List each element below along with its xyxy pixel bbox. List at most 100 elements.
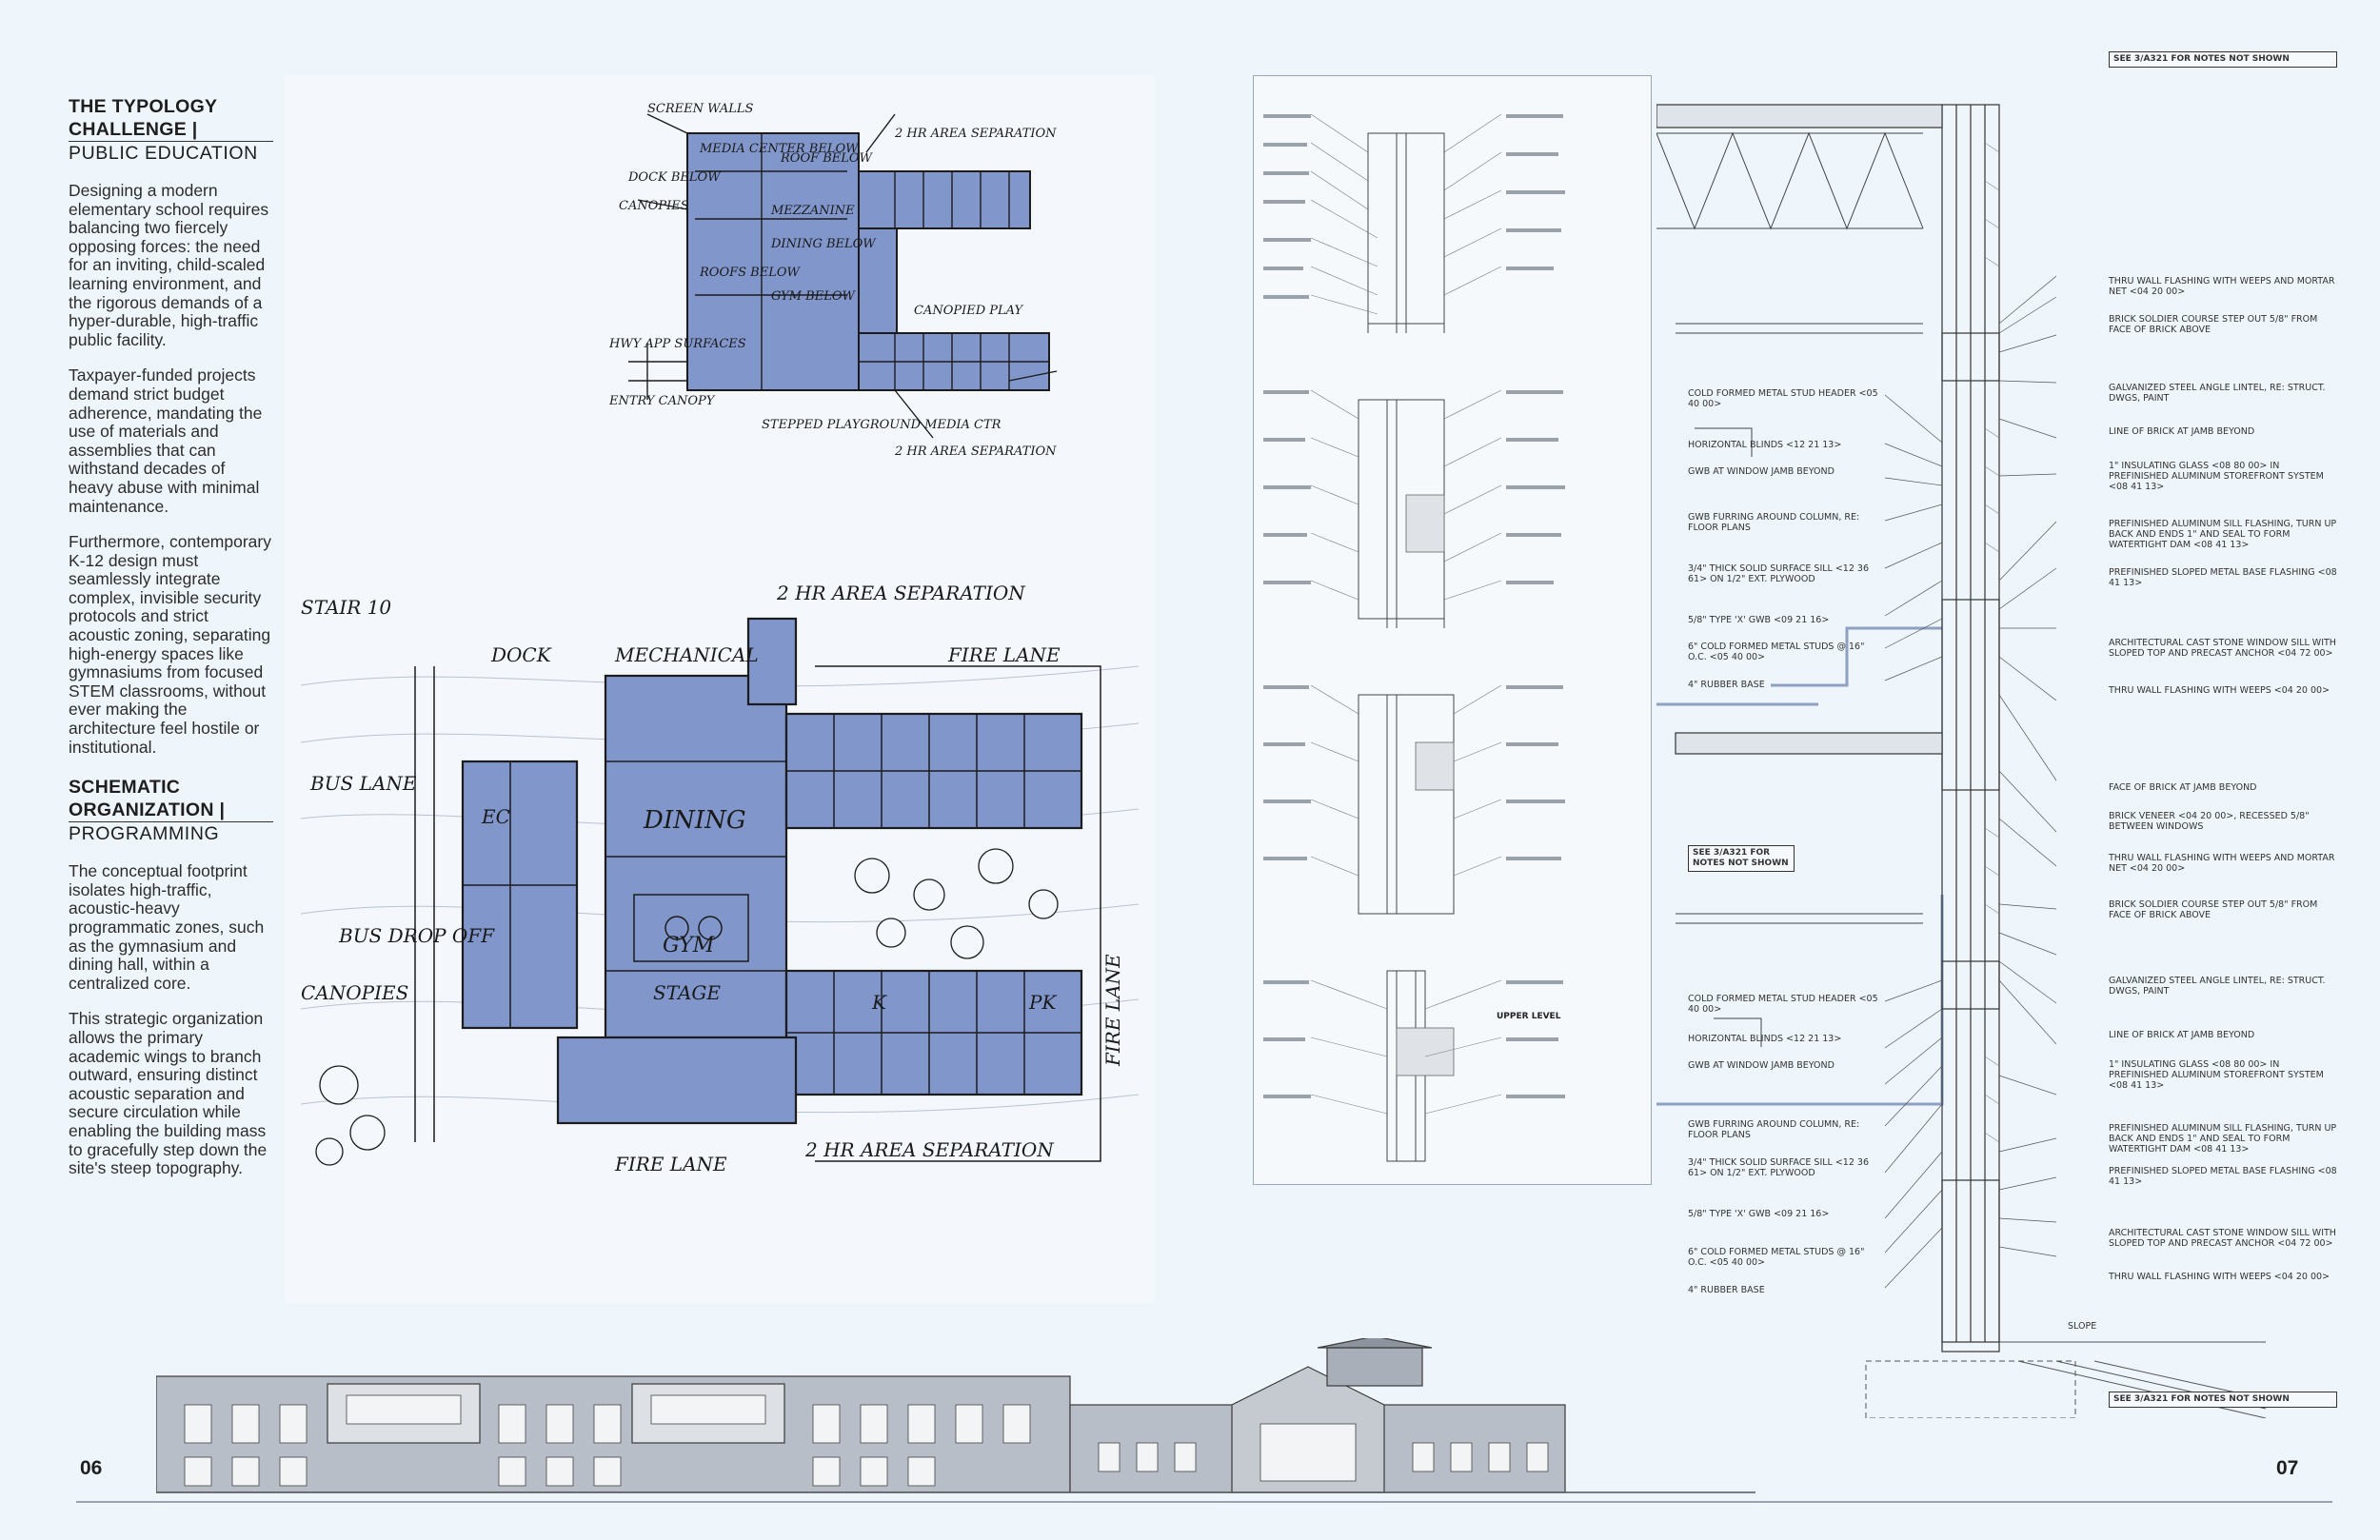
heading-typology: THE TYPOLOGY CHALLENGE | PUBLIC EDUCATIO… bbox=[69, 95, 273, 165]
wall-note-right: PREFINISHED SLOPED METAL BASE FLASHING <… bbox=[2109, 567, 2337, 588]
site-label-stage: STAGE bbox=[653, 981, 721, 1004]
label-media-below: MEDIA CENTER BELOW bbox=[699, 142, 860, 156]
site-label-mech: MECHANICAL bbox=[614, 643, 759, 666]
wall-note-left: SEE 3/A321 FOR NOTES NOT SHOWN bbox=[1688, 845, 1795, 872]
heading-typology-line2: CHALLENGE | bbox=[69, 119, 198, 140]
site-label-stair: STAIR 10 bbox=[301, 596, 391, 619]
paragraph-1: Designing a modern elementary school req… bbox=[69, 181, 269, 349]
heading-typology-sub: PUBLIC EDUCATION bbox=[69, 141, 273, 165]
sketch-link bbox=[858, 227, 898, 334]
wall-note-left: 6" COLD FORMED METAL STUDS @ 16" O.C. <0… bbox=[1688, 1247, 1865, 1268]
front-elevation bbox=[156, 1338, 1755, 1493]
paragraph-4: The conceptual footprint isolates high-t… bbox=[69, 861, 265, 993]
page-number-left: 06 bbox=[80, 1457, 103, 1479]
label-screen-walls: SCREEN WALLS bbox=[647, 102, 753, 116]
paragraph-2: Taxpayer-funded projects demand strict b… bbox=[69, 365, 263, 516]
wall-note-right: THRU WALL FLASHING WITH WEEPS <04 20 00> bbox=[2109, 685, 2330, 696]
heading-schematic-line2: ORGANIZATION | bbox=[69, 800, 226, 821]
wall-note-right: BRICK SOLDIER COURSE STEP OUT 5/8" FROM … bbox=[2109, 899, 2318, 920]
wall-note-right: BRICK VENEER <04 20 00>, RECESSED 5/8" B… bbox=[2109, 811, 2310, 832]
site-label-k: K bbox=[871, 991, 887, 1014]
site-label-area-sep-bottom: 2 HR AREA SEPARATION bbox=[804, 1138, 1055, 1161]
site-label-gym: GYM bbox=[663, 934, 715, 958]
site-label-bus-lane: BUS LANE bbox=[309, 772, 417, 795]
label-area-sep-bottom: 2 HR AREA SEPARATION bbox=[894, 444, 1057, 459]
wall-note-right: ARCHITECTURAL CAST STONE WINDOW SILL WIT… bbox=[2109, 638, 2336, 659]
wall-note-right: SEE 3/A321 FOR NOTES NOT SHOWN bbox=[2109, 51, 2337, 68]
wall-note-right: LINE OF BRICK AT JAMB BEYOND bbox=[2109, 426, 2255, 437]
details-drawing: UPPER LEVEL bbox=[1263, 113, 1565, 1162]
label-gym-below: GYM BELOW bbox=[771, 289, 857, 304]
label-area-sep-top: 2 HR AREA SEPARATION bbox=[894, 127, 1057, 141]
upper-level-sketch: SCREEN WALLS 2 HR AREA SEPARATION MEDIA … bbox=[609, 102, 1058, 459]
site-mech bbox=[746, 617, 798, 706]
page-number-right: 07 bbox=[2276, 1457, 2299, 1479]
wall-note-right: GALVANIZED STEEL ANGLE LINTEL, RE: STRUC… bbox=[2109, 383, 2326, 404]
site-label-fire-lane-top: FIRE LANE bbox=[947, 643, 1061, 666]
wall-section bbox=[1656, 104, 2267, 1418]
heading-schematic-sub: PROGRAMMING bbox=[69, 821, 273, 845]
site-label-dining: DINING bbox=[643, 806, 746, 835]
wall-note-left: COLD FORMED METAL STUD HEADER <05 40 00> bbox=[1688, 994, 1878, 1015]
heading-schematic-line1: SCHEMATIC bbox=[69, 777, 181, 799]
heading-typology-line1: THE TYPOLOGY bbox=[69, 96, 218, 117]
upper-level-tag: UPPER LEVEL bbox=[1497, 1012, 1561, 1021]
wall-note-right: PREFINISHED ALUMINUM SILL FLASHING, TURN… bbox=[2109, 519, 2337, 550]
heading-schematic: SCHEMATIC ORGANIZATION | PROGRAMMING bbox=[69, 776, 273, 845]
wall-note-right: THRU WALL FLASHING WITH WEEPS AND MORTAR… bbox=[2109, 853, 2335, 874]
wall-note-left: 5/8" TYPE 'X' GWB <09 21 16> bbox=[1688, 615, 1830, 625]
wall-note-left: COLD FORMED METAL STUD HEADER <05 40 00> bbox=[1688, 388, 1878, 409]
gym-center-1 bbox=[664, 916, 689, 940]
wall-note-right: 1" INSULATING GLASS <08 80 00> IN PREFIN… bbox=[2109, 461, 2324, 492]
sketch-core-mass bbox=[686, 132, 860, 391]
site-label-pk: PK bbox=[1028, 991, 1057, 1014]
site-core bbox=[604, 674, 788, 1087]
wall-note-right: LINE OF BRICK AT JAMB BEYOND bbox=[2109, 1030, 2255, 1040]
site-plan-sketch: 2 HR AREA SEPARATION STAIR 10 MECHANICAL… bbox=[301, 582, 1139, 1175]
wall-note-right: ARCHITECTURAL CAST STONE WINDOW SILL WIT… bbox=[2109, 1228, 2336, 1249]
wall-note-right: PREFINISHED ALUMINUM SILL FLASHING, TURN… bbox=[2109, 1123, 2337, 1155]
paragraph-5: This strategic organization allows the p… bbox=[69, 1009, 268, 1178]
site-label-fire-lane-right: FIRE LANE bbox=[1101, 954, 1124, 1067]
paragraph-3: Furthermore, contemporary K-12 design mu… bbox=[69, 532, 271, 757]
wall-note-right: BRICK SOLDIER COURSE STEP OUT 5/8" FROM … bbox=[2109, 314, 2318, 335]
fire-lane-loop bbox=[815, 665, 1101, 1162]
site-label-bus-drop: BUS DROP OFF bbox=[338, 924, 495, 947]
elevation-tower-roof bbox=[1317, 1338, 1433, 1349]
wall-note-right: THRU WALL FLASHING WITH WEEPS <04 20 00> bbox=[2109, 1272, 2330, 1282]
elevation-tower bbox=[1326, 1347, 1423, 1387]
wall-note-right: GALVANIZED STEEL ANGLE LINTEL, RE: STRUC… bbox=[2109, 976, 2326, 997]
wall-note-left: 4" RUBBER BASE bbox=[1688, 680, 1765, 690]
site-west-wing bbox=[461, 760, 579, 1030]
ground-line bbox=[76, 1501, 2332, 1503]
label-dock-below: DOCK BELOW bbox=[627, 170, 722, 185]
site-entry bbox=[556, 1036, 798, 1125]
wall-note-left: HORIZONTAL BLINDS <12 21 13> bbox=[1688, 1034, 1842, 1044]
wall-note-right: SEE 3/A321 FOR NOTES NOT SHOWN bbox=[2109, 1392, 2337, 1408]
text-column: THE TYPOLOGY CHALLENGE | PUBLIC EDUCATIO… bbox=[69, 95, 273, 1178]
label-entry-canopy: ENTRY CANOPY bbox=[609, 394, 716, 408]
label-hwy-app: HWY APP SURFACES bbox=[609, 337, 746, 351]
details-sheet: UPPER LEVEL bbox=[1253, 75, 1652, 1185]
site-label-dock: DOCK bbox=[490, 643, 552, 666]
wall-note-right: THRU WALL FLASHING WITH WEEPS AND MORTAR… bbox=[2109, 276, 2335, 297]
wall-note-left: 5/8" TYPE 'X' GWB <09 21 16> bbox=[1688, 1209, 1830, 1219]
label-roofs-below: ROOFS BELOW bbox=[699, 266, 801, 280]
wall-note-left: GWB AT WINDOW JAMB BEYOND bbox=[1688, 1060, 1835, 1071]
wall-note-left: GWB AT WINDOW JAMB BEYOND bbox=[1688, 466, 1835, 477]
wall-note-left: 4" RUBBER BASE bbox=[1688, 1285, 1765, 1295]
label-roof-below: ROOF BELOW bbox=[780, 151, 874, 166]
wall-note-left: 3/4" THICK SOLID SURFACE SILL <12 36 61>… bbox=[1688, 1157, 1870, 1178]
label-stepped: STEPPED PLAYGROUND MEDIA CTR bbox=[762, 418, 1002, 432]
site-label-ec: EC bbox=[481, 805, 510, 828]
site-label-canopies: CANOPIES bbox=[301, 981, 408, 1004]
sketch-wing-upper bbox=[858, 170, 1031, 229]
site-label-area-sep: 2 HR AREA SEPARATION bbox=[776, 582, 1026, 604]
gym-center-2 bbox=[698, 916, 723, 940]
site-gym-court bbox=[633, 894, 749, 962]
label-dining-below: DINING BELOW bbox=[770, 237, 877, 251]
wall-note-left: 6" COLD FORMED METAL STUDS @ 16" O.C. <0… bbox=[1688, 642, 1865, 662]
wall-note-right: PREFINISHED SLOPED METAL BASE FLASHING <… bbox=[2109, 1166, 2337, 1187]
wall-note-right: 1" INSULATING GLASS <08 80 00> IN PREFIN… bbox=[2109, 1059, 2324, 1091]
